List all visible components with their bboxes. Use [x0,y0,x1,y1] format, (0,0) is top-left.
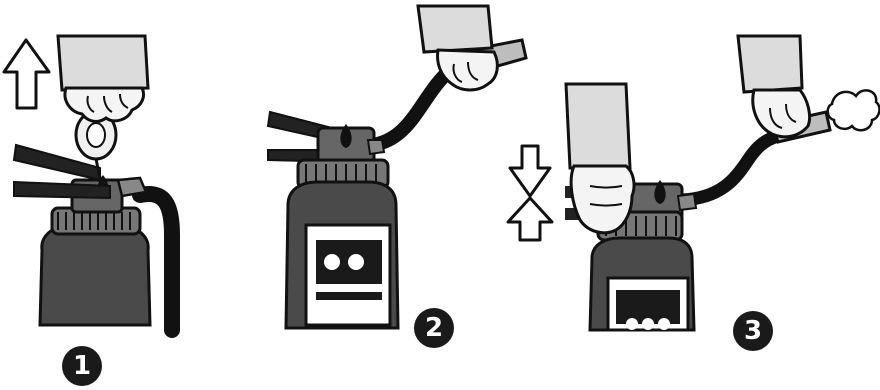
step-3-hose [682,136,778,200]
down-arrow-icon [510,146,550,196]
step-3-left-hand [571,166,634,233]
step-1-lower-lever [14,182,110,198]
step-3-panel [508,36,879,330]
step-1-sleeve [58,36,148,90]
step-2-panel [268,6,526,328]
step-2-sleeve [418,6,492,52]
spray-cloud-icon [828,90,880,130]
step-3-badge: 3 [733,311,773,351]
step-2-hand [438,50,498,90]
step-3-left-sleeve [566,84,630,168]
step-1-cylinder [40,225,150,325]
step-3-right-hand [753,90,810,137]
up-arrow-icon [4,40,49,108]
step-2-badge: 2 [414,308,454,348]
step-1-hand [65,88,144,121]
step-3-right-sleeve [738,36,802,92]
step-1-panel [4,36,172,330]
up-arrow-icon-2 [508,198,552,240]
step-1-badge: 1 [62,346,102,386]
